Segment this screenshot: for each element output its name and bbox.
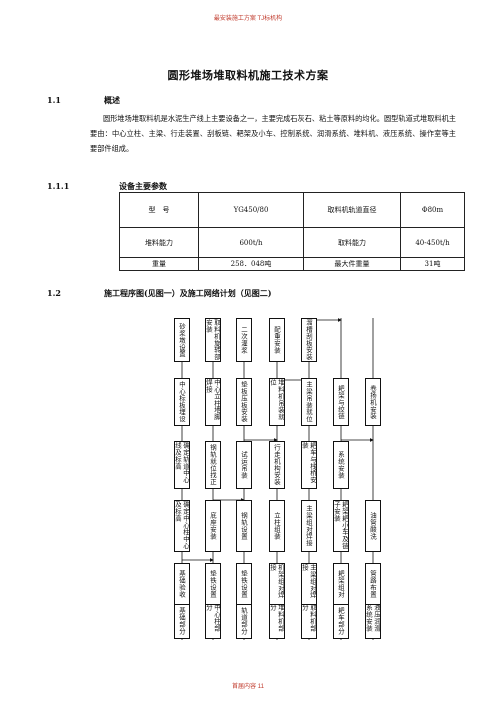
flow-step-box: 主梁组对焊接 xyxy=(301,563,317,605)
spec-cell: 堆料能力 xyxy=(119,227,199,258)
document-title: 圆形堆场堆取料机施工技术方案 xyxy=(167,69,329,82)
section-title: 概述 xyxy=(104,95,120,105)
spec-cell: YG450/80 xyxy=(198,192,304,228)
flow-step-box: 耙架组对 xyxy=(333,563,349,605)
section-number: 1.1 xyxy=(47,95,61,105)
page-footer: 首届内容 11 xyxy=(232,684,264,690)
flow-step-box: 配重安装 xyxy=(269,318,285,362)
flow-step-box: 中心标板埋设 xyxy=(174,378,190,426)
flow-step-box: 溜槽刮板安装 xyxy=(301,318,317,362)
spec-cell: 600t/h xyxy=(198,227,304,258)
section-number: 1.2 xyxy=(47,288,61,298)
spec-cell: 取料机轨道直径 xyxy=(303,192,401,228)
spec-cell: 取料能力 xyxy=(303,227,401,258)
section-number: 1.1.1 xyxy=(47,181,70,191)
flow-step-box: 确定轨道中心线及标高 xyxy=(174,441,190,489)
flow-step-box: 系统安装 xyxy=(333,441,349,489)
spec-row: 重量 258．048吨 最大件重量 31吨 xyxy=(119,257,465,271)
flow-step-box: 砂浆墩设置 xyxy=(174,318,190,362)
spec-cell: Φ80m xyxy=(400,192,465,228)
flow-step-box: 机架组对焊接 xyxy=(269,563,285,605)
flow-step-box: 油管酸洗 xyxy=(365,500,381,552)
flow-step-box: 钢轨就位找正 xyxy=(205,441,221,489)
flow-step-box: 垫铁设置 xyxy=(205,563,221,605)
flow-step-box: 二次灌浆 xyxy=(236,318,252,362)
flow-step-box: 基础部分 xyxy=(174,603,190,639)
flow-step-box: 耙架与绞链 xyxy=(333,378,349,426)
flow-step-box: 中心立柱地脚焊接 xyxy=(205,378,221,426)
flow-step-box: 底座安装 xyxy=(205,500,221,552)
flow-step-box: 管路布置 xyxy=(365,563,381,605)
flow-step-box: 液压润滑系统安装 xyxy=(365,603,381,639)
spec-table: 型 号 YG450/80 取料机轨道直径 Φ80m 堆料能力 600t/h 取料… xyxy=(119,192,465,271)
flow-step-box: 立柱组装 xyxy=(269,500,285,552)
spec-cell: 最大件重量 xyxy=(303,257,401,271)
flow-step-box: 耙架耙小车及链子安装 xyxy=(333,500,349,552)
flow-step-box: 基础验收 xyxy=(174,563,190,605)
overview-paragraph: 圆形堆场堆取料机是水泥生产线上主要设备之一，主要完成石灰石、粘土等原料的均化。圆… xyxy=(90,114,456,153)
flow-step-box: 取料机部分 xyxy=(301,603,317,639)
flow-step-box: 轨道部分 xyxy=(236,603,252,639)
page-header: 最安装施工方案 TJ标机构 xyxy=(213,16,283,22)
flow-step-box: 主梁组对焊接 xyxy=(301,500,317,552)
flow-step-box: 卷扬机安装 xyxy=(365,378,381,426)
section-title: 设备主要参数 xyxy=(119,181,167,191)
flow-step-box: 耙车部分 xyxy=(333,603,349,639)
flow-step-box: 钢轨设置 xyxy=(236,500,252,552)
flow-step-box: 确定中心柱中心及标高 xyxy=(174,500,190,552)
flow-step-box: 行走机构安装 xyxy=(269,441,285,489)
flow-step-box: 试运吊装 xyxy=(236,441,252,489)
flow-step-box: 垫铁设置 xyxy=(236,563,252,605)
flow-step-box: 中心柱部分 xyxy=(205,603,221,639)
flow-step-box: 垫板压板安装 xyxy=(236,378,252,426)
flow-step-box: 堆料机部分 xyxy=(269,603,285,639)
section-title: 施工程序图(见图一）及施工网络计划（见图二) xyxy=(104,288,272,298)
flow-step-box: 耙车与栈桥安装 xyxy=(301,441,317,489)
flow-step-box: 堆料机吊装就位 xyxy=(269,378,285,426)
flow-step-box: 主梁吊装就位 xyxy=(301,378,317,426)
flow-step-box: 取料机旋转部安装 xyxy=(205,318,221,362)
spec-cell: 31吨 xyxy=(400,257,465,271)
